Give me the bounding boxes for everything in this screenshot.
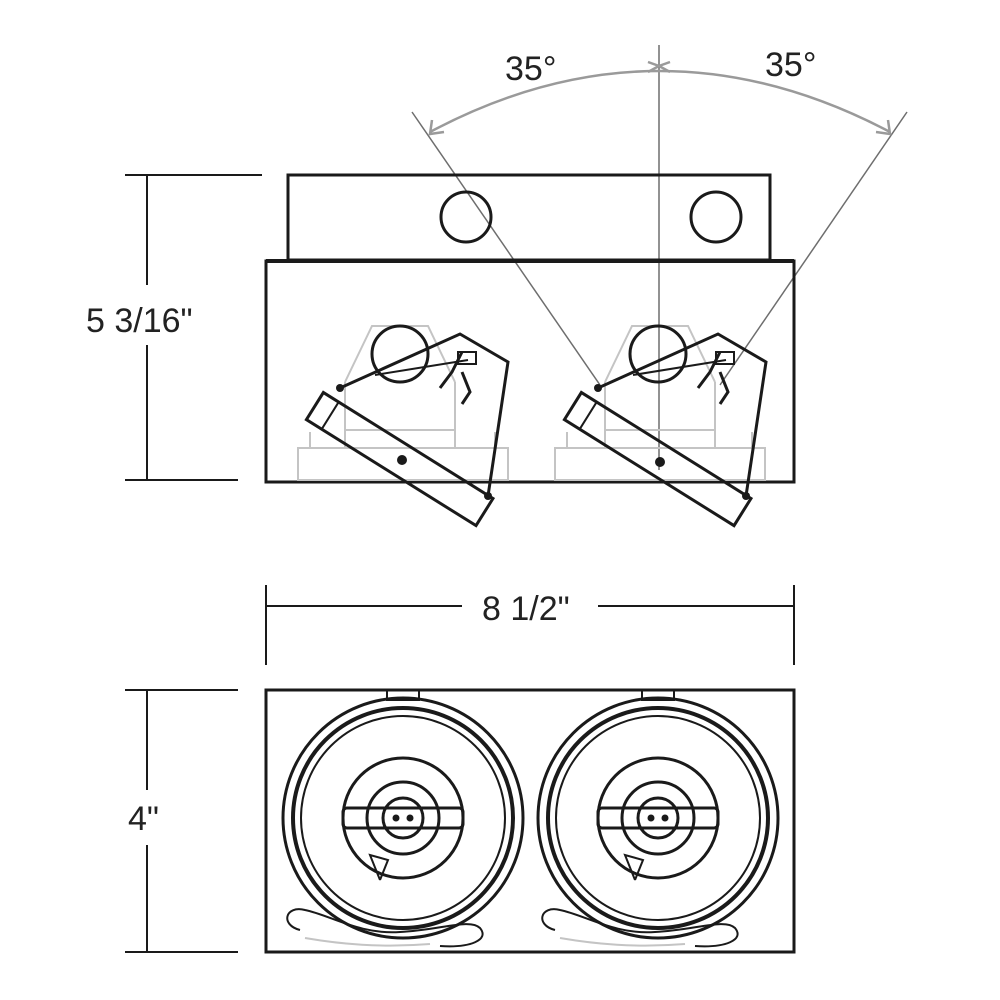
lamp-trim-bar <box>562 390 754 528</box>
plan-wire-lead <box>623 853 645 881</box>
plan-lamp-inner <box>620 780 696 856</box>
tilted-lamp-right <box>562 324 768 528</box>
plan-wire-coil-shadow <box>304 937 431 947</box>
pivot-dot <box>655 457 665 467</box>
pivot-dot <box>397 455 407 465</box>
lamp-bracket-inner <box>632 359 727 376</box>
lamp-trim-bar <box>304 390 496 528</box>
tilt-left-line <box>411 111 601 386</box>
knockout-left <box>439 190 493 244</box>
plan-trim-outer <box>536 696 780 940</box>
plan-lamp-outer <box>596 756 720 880</box>
lamp-clip-box <box>457 351 477 365</box>
arc-arrow-right <box>875 119 892 136</box>
housing-outline <box>264 259 796 484</box>
arc-arrow-center-b <box>655 60 671 74</box>
lamp-bracket <box>597 332 768 497</box>
tilted-lamp-left <box>304 324 510 528</box>
tilt-angle-guides: 35° 35° <box>411 45 908 470</box>
plan-socket-bar <box>341 806 465 830</box>
plan-pin <box>406 814 414 822</box>
plan-lamp-right <box>536 689 780 948</box>
plan-socket-bar <box>596 806 720 830</box>
plan-housing-outline <box>264 688 796 954</box>
width-dimension: 8 1/2" <box>265 585 795 665</box>
lamp-trim-divider <box>320 401 340 430</box>
plan-lamp-inner <box>365 780 441 856</box>
angle-label-left: 35° <box>505 50 556 88</box>
lamp-clip-box <box>715 351 735 365</box>
height-label: 5 3/16" <box>86 302 193 340</box>
plan-trim-ring <box>546 706 770 930</box>
plan-socket <box>381 796 425 840</box>
plan-wire-coil <box>286 908 484 948</box>
pivot-dot-top <box>594 384 602 392</box>
tilt-right-line <box>719 111 908 386</box>
side-view: 35° 35° 5 3/16" <box>86 45 908 528</box>
lamp-socket-circle <box>370 324 430 384</box>
height-dimension: 5 3/16" <box>86 174 262 481</box>
lamp-bracket-inner <box>374 359 469 376</box>
ghost-lamp-right <box>554 325 766 481</box>
pivot-dot-top <box>336 384 344 392</box>
plan-reflector <box>300 715 506 921</box>
plan-tab <box>641 689 675 701</box>
top-view: 4" <box>125 688 796 954</box>
lamp-bracket <box>339 332 510 497</box>
angle-label-right: 35° <box>765 46 816 84</box>
plan-lamp-outer <box>341 756 465 880</box>
plan-reflector <box>555 715 761 921</box>
plan-tab <box>386 689 420 701</box>
plan-wire-coil-shadow <box>559 937 686 947</box>
depth-label: 4" <box>128 800 159 838</box>
lamp-socket-circle <box>628 324 688 384</box>
pivot-dot-bottom <box>742 492 750 500</box>
plan-wire-coil <box>541 908 739 948</box>
knockout-right <box>689 190 743 244</box>
plan-trim-ring <box>291 706 515 930</box>
plan-pin <box>647 814 655 822</box>
plan-wire-lead <box>368 853 390 881</box>
plan-trim-outer <box>281 696 525 940</box>
junction-box-outline <box>286 173 772 262</box>
plan-pin <box>661 814 669 822</box>
plan-pin <box>392 814 400 822</box>
depth-dimension: 4" <box>125 689 238 953</box>
tilt-arc <box>429 69 891 134</box>
junction-box <box>286 173 772 262</box>
housing <box>264 259 796 484</box>
arc-arrow-left <box>428 119 445 136</box>
lamp-trim-divider <box>578 401 598 430</box>
plan-socket <box>636 796 680 840</box>
width-label: 8 1/2" <box>482 590 570 628</box>
pivot-dot-bottom <box>484 492 492 500</box>
plan-lamp-left <box>281 689 525 948</box>
